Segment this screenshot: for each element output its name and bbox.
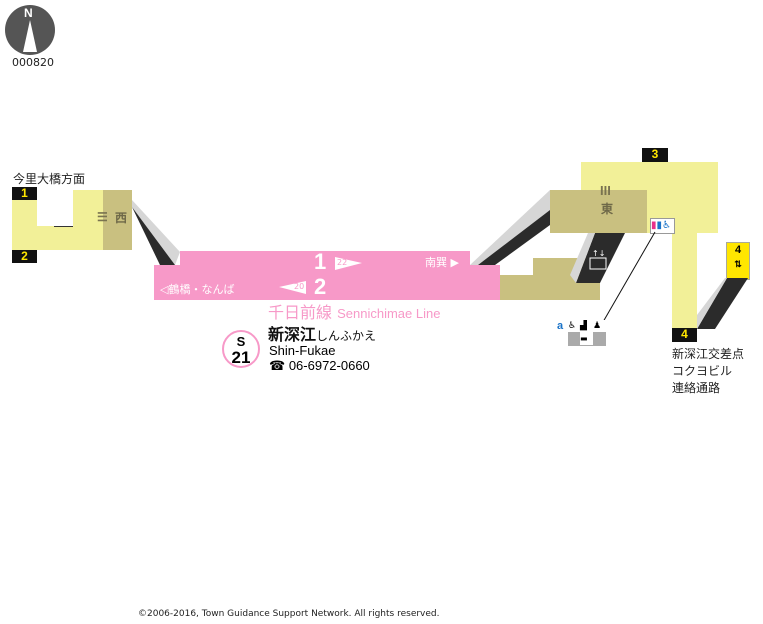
platform (180, 251, 470, 266)
gate-icon: ☰ (97, 210, 108, 224)
map-code: 000820 (12, 56, 54, 69)
line-name-en: Sennichimae Line (337, 306, 441, 321)
stroller-icon: ▟ (580, 321, 587, 331)
platform-main (154, 265, 500, 300)
passage-east-step (500, 275, 533, 300)
person-icon: ♟ (593, 321, 602, 331)
ticket-gate-east: III 東 (550, 184, 647, 233)
phone-number: 06-6972-0660 (288, 358, 370, 373)
leader-line (602, 231, 656, 323)
exit-4-passage (672, 233, 697, 328)
exit-4-note: 新深江交差点 コクヨビル 連絡通路 (672, 346, 744, 397)
compass-needle-icon (23, 20, 37, 52)
elevator-exit-4[interactable]: 4 ⇅ (726, 242, 750, 280)
concourse-west-block (73, 190, 103, 250)
concourse-west-passage (37, 226, 73, 250)
station-name-en: Shin-Fukae (269, 343, 336, 358)
facility-label: a (557, 320, 564, 332)
track-2-direction-label: 鶴橋・なんば (168, 283, 235, 296)
elevator-icon: ⇅ (734, 259, 742, 269)
facility-icons[interactable]: ♿▟ ♟ ▬ (568, 320, 606, 346)
concourse-west (12, 200, 37, 250)
line-name-ja: 千日前線 (268, 303, 333, 322)
restroom-icon[interactable]: ▮▮♿ (650, 218, 675, 234)
station-number-badge: S 21 (222, 330, 260, 368)
line-code: S (236, 334, 246, 349)
ostomy-icon: ▬ (580, 332, 593, 345)
stairs-west (132, 200, 180, 265)
exit-2[interactable]: 2 (12, 250, 37, 263)
track-1-car: 22 (337, 258, 348, 267)
station-name-ja: 新深江 (268, 325, 317, 344)
exit-4[interactable]: 4 (672, 328, 697, 342)
track-2-number: 2 (314, 274, 327, 299)
exit-3[interactable]: 3 (642, 148, 668, 162)
compass: N (5, 5, 55, 55)
exit-1[interactable]: 1 (12, 187, 37, 200)
car-position-arrow-left-icon (279, 281, 306, 294)
copyright-footer: ©2006-2016, Town Guidance Support Networ… (138, 609, 440, 619)
west-direction: 今里大橋方面 (13, 172, 86, 186)
station-name: 新深江しんふかえ (268, 326, 376, 344)
track-1-direction-label: 南巽 (425, 256, 447, 269)
exit-4-note-line: コクヨビル (672, 364, 733, 378)
station-name-kana: しんふかえ (316, 329, 377, 343)
svg-text:↑↓: ↑↓ (592, 249, 605, 258)
car-position-arrow-right-icon (335, 257, 362, 270)
stairs-exit-4 (697, 278, 748, 329)
divider (54, 226, 73, 227)
wheelchair-icon: ♿ (568, 321, 577, 331)
north-label: N (24, 6, 33, 20)
track-2-car: 20 (294, 282, 305, 291)
exit-4-note-line: 新深江交差点 (672, 347, 745, 361)
station-code: 21 (231, 348, 251, 367)
elevator-exit-number: 4 (734, 244, 742, 256)
ticket-gate-west: ☰ 西 (97, 190, 132, 250)
phone-icon: ☎ (269, 358, 286, 373)
track-2-direction: ◁鶴橋・なんば (160, 283, 235, 296)
track-1-direction: 南巽 ▶ (425, 256, 459, 269)
line-name: 千日前線 Sennichimae Line (268, 303, 440, 322)
track-1-number: 1 (314, 249, 327, 274)
east-kanji: 東 (601, 202, 614, 216)
west-kanji: 西 (115, 211, 128, 225)
station-phone: ☎ 06-6972-0660 (269, 359, 370, 373)
escalator-east: ↑↓ (570, 233, 625, 283)
exit-4-note-line: 連絡通路 (672, 381, 721, 395)
gate-icon: III (600, 183, 611, 198)
stairs-east (470, 190, 550, 265)
